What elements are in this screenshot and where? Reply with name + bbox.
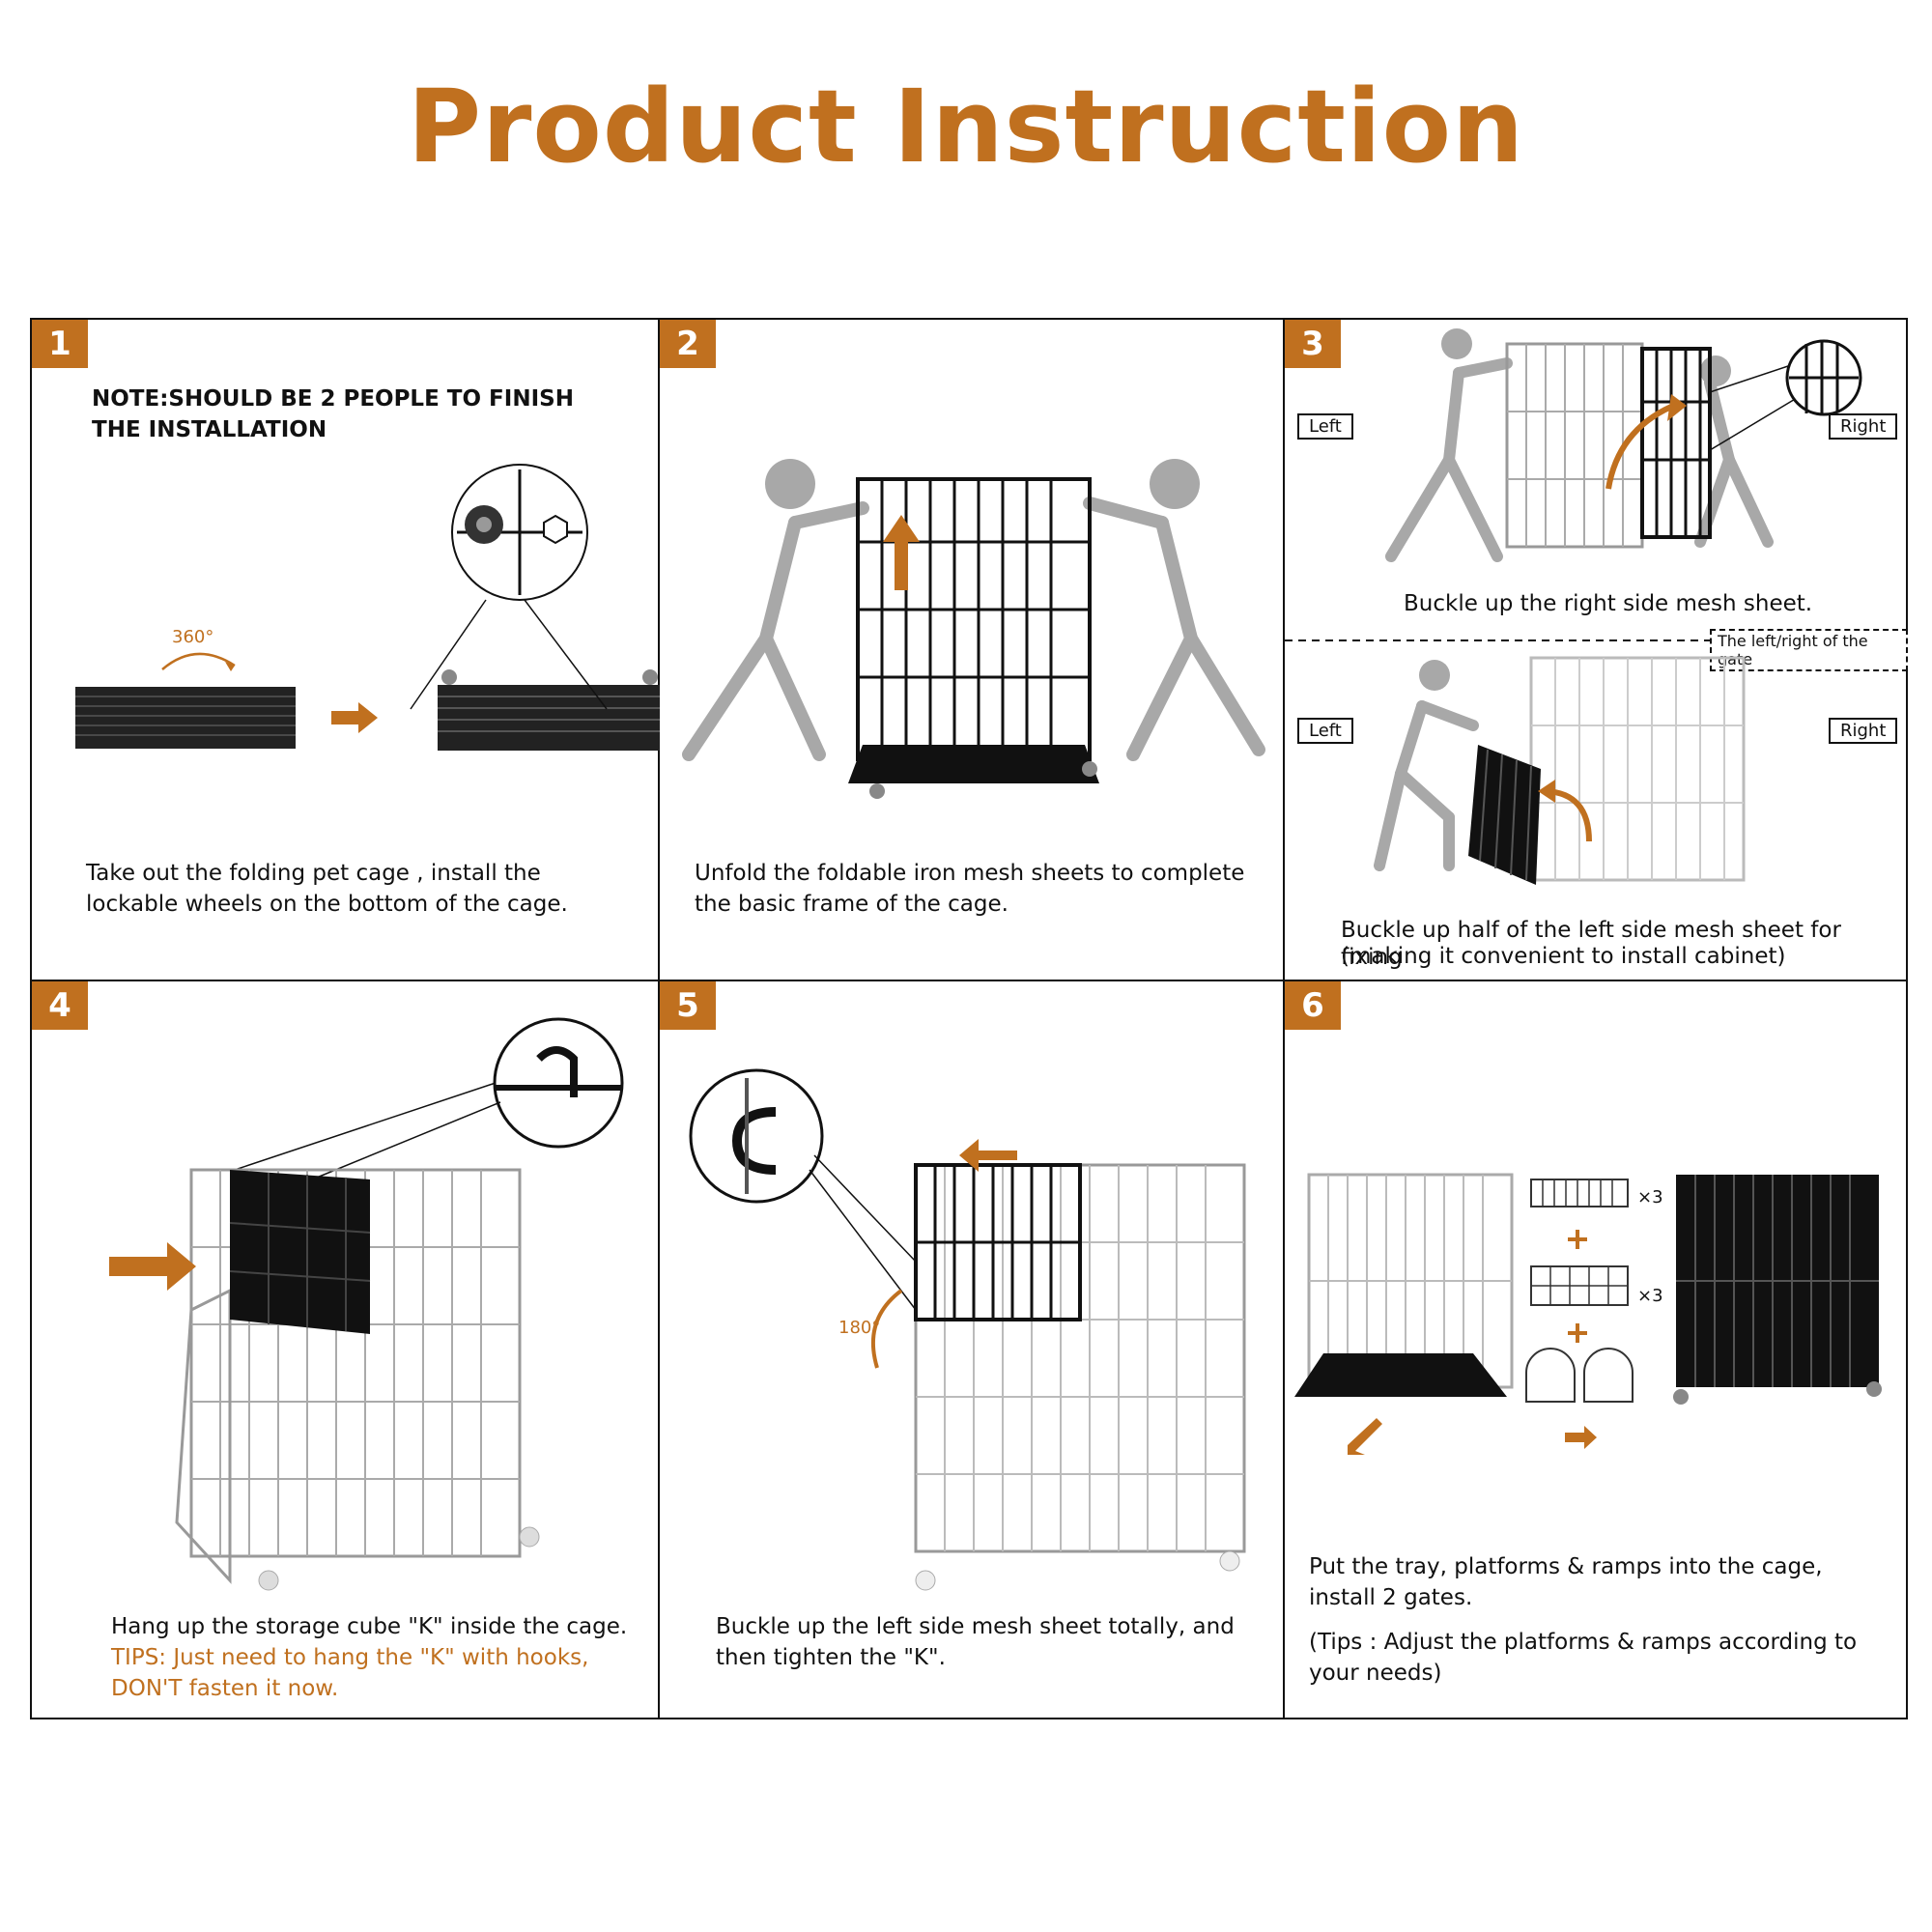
step-5-panel: 5 [660,981,1283,1719]
installation-note: NOTE:SHOULD BE 2 PEOPLE TO FINISH THE IN… [92,386,574,442]
right-side-label-2: Right [1829,718,1898,744]
platform-quantity: ×3 [1637,1187,1663,1208]
rotation-label: 360° [172,627,214,647]
step-6-panel: 6 [1285,981,1908,1719]
unfold-cage-illustration [682,459,1265,799]
step-3-caption-bottom-2: (making it convenient to install cabinet… [1341,944,1786,969]
step-number: 6 [1285,981,1341,1030]
step-6-tips: (Tips : Adjust the platforms & ramps acc… [1309,1630,1858,1686]
ramp-quantity: ×3 [1637,1286,1663,1306]
step-2-panel: 2 [660,320,1283,980]
left-sheet-illustration [1374,656,1746,885]
step-3-caption-bottom-1: Buckle up half of the left side mesh she… [1341,918,1841,970]
step-6-caption: Put the tray, platforms & ramps into the… [1309,1554,1823,1610]
folded-cage-illustration [75,652,660,751]
step-1-caption: Take out the folding pet cage , install … [86,861,568,917]
instruction-grid: 1 NOTE:SHOULD BE 2 PEOPLE TO FINISH THE … [30,318,1908,1719]
step-number: 1 [32,320,88,368]
step-number: 3 [1285,320,1341,368]
step-number: 4 [32,981,88,1030]
tighten-cube-illustration [689,1068,1246,1591]
storage-cube-illustration [109,1017,624,1591]
page-title: Product Instruction [407,68,1525,185]
step-4-tips: TIPS: Just need to hang the "K" with hoo… [111,1645,589,1701]
step-4-panel: 4 [32,981,658,1719]
step-3-caption-top: Buckle up the right side mesh sheet. [1404,591,1813,616]
step-5-caption: Buckle up the left side mesh sheet total… [716,1614,1235,1670]
step-3-panel: 3 [1285,320,1908,980]
step-number: 5 [660,981,716,1030]
right-side-label: Right [1829,413,1898,440]
wheel-detail-icon [451,464,588,601]
step-number: 2 [660,320,716,368]
left-side-label: Left [1297,413,1353,440]
step-4-caption: Hang up the storage cube "K" inside the … [111,1614,628,1639]
left-side-label-2: Left [1297,718,1353,744]
accessories-illustration [1294,1173,1882,1455]
step-1-panel: 1 NOTE:SHOULD BE 2 PEOPLE TO FINISH THE … [32,320,660,980]
right-sheet-illustration [1385,328,1862,562]
detail-callout-lines [410,599,608,710]
rotation-label: 180° [838,1318,881,1338]
step-2-caption: Unfold the foldable iron mesh sheets to … [695,861,1245,917]
